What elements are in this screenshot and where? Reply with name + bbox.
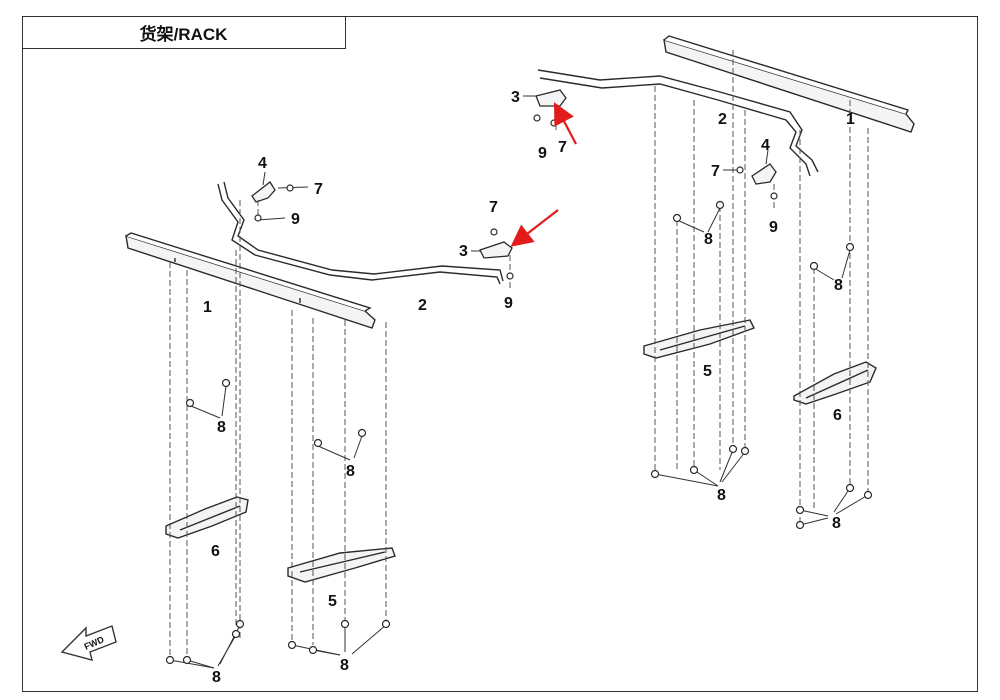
label-7-right-a: 7 bbox=[558, 139, 567, 156]
label-1-right: 1 bbox=[846, 111, 855, 128]
guide-lines-right bbox=[555, 50, 869, 525]
label-9-left-a: 9 bbox=[291, 211, 300, 228]
label-2-right: 2 bbox=[718, 111, 727, 128]
part-3-bracket-left bbox=[479, 241, 513, 259]
label-2-left: 2 bbox=[418, 297, 427, 314]
highlight-arrows bbox=[510, 102, 577, 247]
label-8-left-c: 8 bbox=[212, 669, 221, 686]
bolts-left bbox=[165, 184, 514, 665]
part-2-bar-right bbox=[537, 69, 819, 177]
label-3-left: 3 bbox=[459, 243, 468, 260]
fwd-direction-badge: FWD bbox=[60, 625, 117, 661]
label-8-left-a: 8 bbox=[217, 419, 226, 436]
label-9-right-a: 9 bbox=[538, 145, 547, 162]
part-3-bracket-right bbox=[535, 89, 567, 107]
leader-lines-left bbox=[169, 171, 480, 669]
label-8-right-c: 8 bbox=[717, 487, 726, 504]
label-8-right-d: 8 bbox=[832, 515, 841, 532]
label-1-left: 1 bbox=[203, 299, 212, 316]
label-7-right-b: 7 bbox=[711, 163, 720, 180]
label-8-left-b: 8 bbox=[346, 463, 355, 480]
part-1-rail-right bbox=[663, 35, 915, 133]
guide-lines-left bbox=[169, 200, 511, 660]
label-7-left-a: 7 bbox=[314, 181, 323, 198]
part-2-bar-left bbox=[217, 181, 504, 285]
label-8-right-b: 8 bbox=[834, 277, 843, 294]
label-9-left-b: 9 bbox=[504, 295, 513, 312]
part-labels-left: 1 2 4 7 9 7 3 9 8 8 6 5 8 8 bbox=[203, 155, 513, 686]
part-5-support-left bbox=[287, 547, 396, 583]
part-4-bracket-right bbox=[751, 163, 777, 185]
part-labels-right: 3 9 7 2 1 4 7 9 8 8 5 6 8 8 bbox=[511, 89, 855, 532]
title-block: 货架/RACK bbox=[22, 16, 346, 49]
part-4-bracket-left bbox=[251, 181, 276, 203]
label-6-right: 6 bbox=[833, 407, 842, 424]
label-6-left: 6 bbox=[211, 543, 220, 560]
drawing-frame bbox=[22, 16, 978, 692]
label-8-left-d: 8 bbox=[340, 657, 349, 674]
label-5-right: 5 bbox=[703, 363, 712, 380]
part-1-rail-left bbox=[125, 232, 376, 329]
diagram-title: 货架/RACK bbox=[139, 24, 228, 44]
label-3-right: 3 bbox=[511, 89, 520, 106]
part-6-support-right bbox=[793, 361, 877, 405]
label-4-left: 4 bbox=[258, 155, 267, 172]
leader-lines-right bbox=[523, 95, 869, 526]
label-9-right-b: 9 bbox=[769, 219, 778, 236]
label-7-left-b: 7 bbox=[489, 199, 498, 216]
part-5-support-right bbox=[643, 319, 755, 359]
label-5-left: 5 bbox=[328, 593, 337, 610]
bolts-right bbox=[533, 114, 873, 530]
label-8-right-a: 8 bbox=[704, 231, 713, 248]
label-4-right: 4 bbox=[761, 137, 770, 154]
